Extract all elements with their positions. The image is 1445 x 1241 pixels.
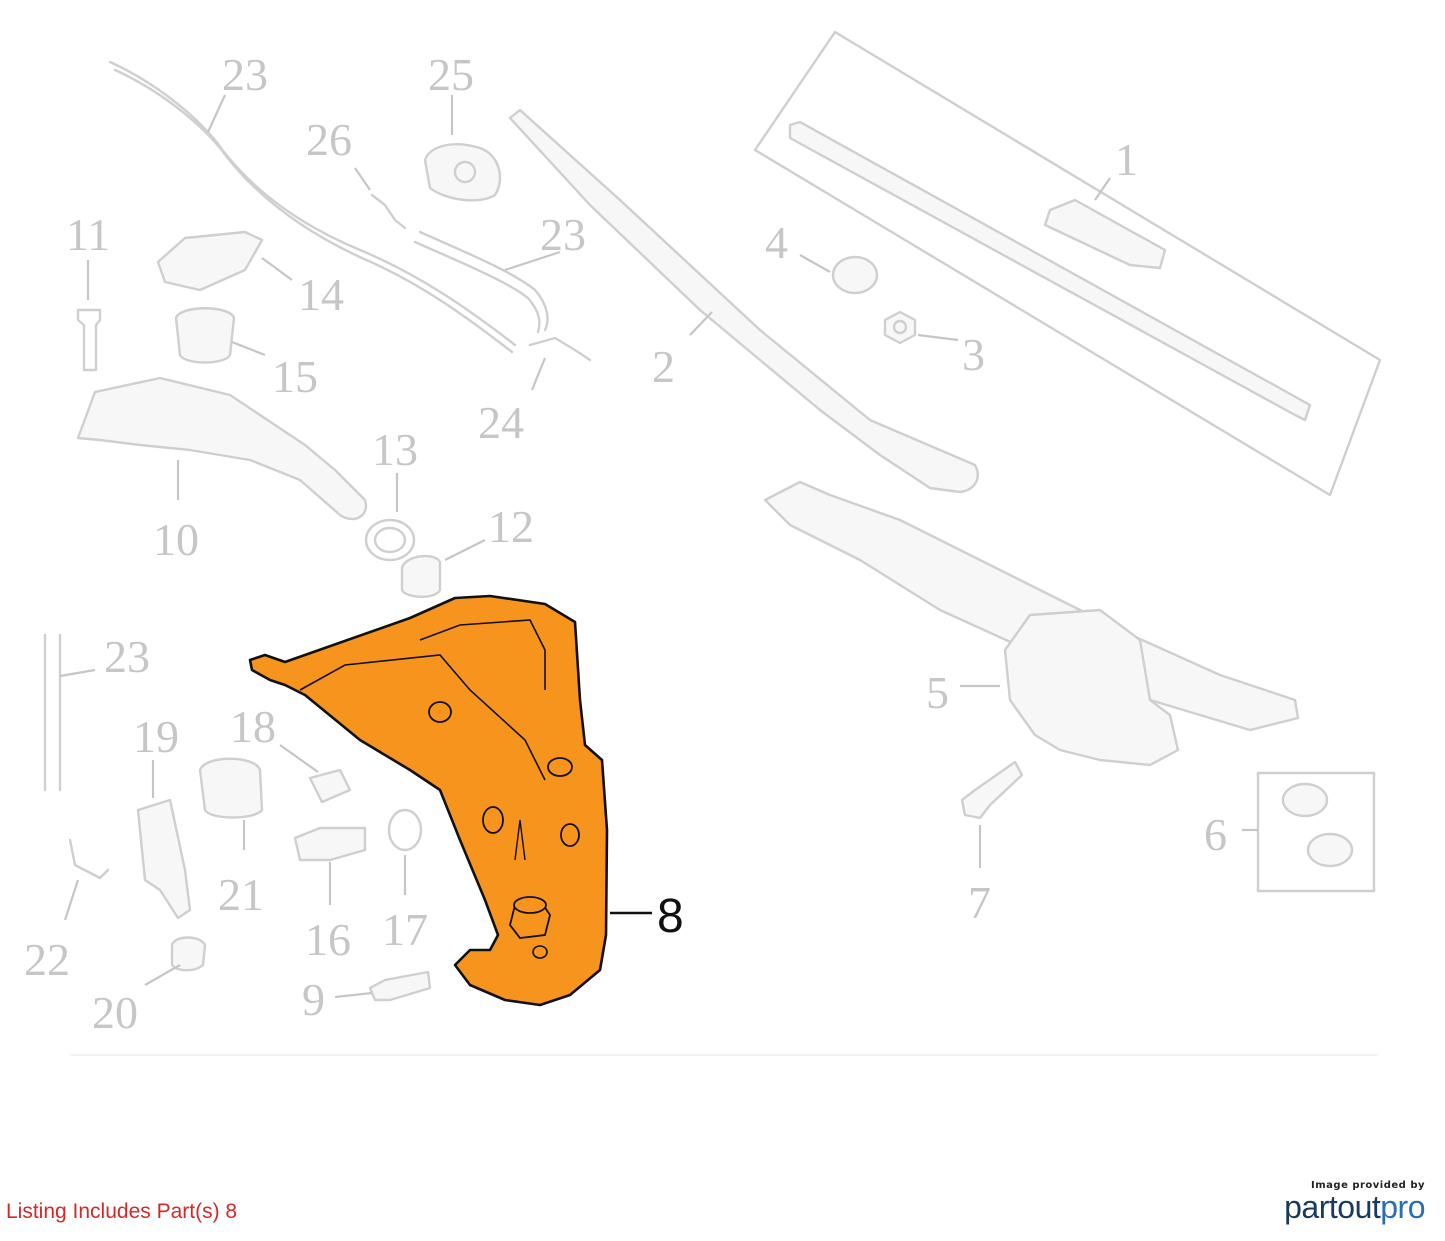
listing-includes-note: Listing Includes Part(s) 8 bbox=[6, 1200, 238, 1223]
part-9-bolt bbox=[368, 970, 432, 1002]
part-19-pump bbox=[136, 798, 192, 920]
callout-21: 21 bbox=[218, 869, 264, 920]
part-20-grommet bbox=[170, 936, 207, 972]
callout-9: 9 bbox=[302, 974, 325, 1025]
callout-23-top: 23 bbox=[222, 49, 268, 100]
callout-22: 22 bbox=[24, 934, 70, 985]
part-14-cap bbox=[156, 230, 264, 292]
callout-25: 25 bbox=[428, 49, 474, 100]
callout-6: 6 bbox=[1204, 809, 1227, 860]
part-1-wiper-blade bbox=[788, 120, 1312, 422]
callout-5: 5 bbox=[926, 667, 949, 718]
part-24-connector bbox=[528, 336, 592, 362]
callout-20: 20 bbox=[92, 987, 138, 1038]
callout-13: 13 bbox=[372, 424, 418, 475]
part-13-seal bbox=[364, 518, 416, 562]
callout-14: 14 bbox=[298, 269, 344, 320]
brand-name-part2: pro bbox=[1380, 1189, 1425, 1225]
part-2-wiper-arm bbox=[508, 108, 979, 494]
callout-8: 8 bbox=[657, 890, 684, 943]
part-17-washer bbox=[387, 808, 423, 852]
part-1-wiper-blade-box bbox=[753, 30, 1382, 497]
part-4-cap bbox=[831, 255, 879, 295]
part-5-wiper-linkage bbox=[763, 480, 1300, 732]
part-16-sensor bbox=[293, 826, 367, 862]
part-3-nut bbox=[883, 310, 917, 345]
brand-logo: Image provided by partoutpro bbox=[1284, 1180, 1425, 1226]
callout-10: 10 bbox=[153, 514, 199, 565]
part-10-filler-neck bbox=[76, 376, 368, 521]
callout-24: 24 bbox=[478, 397, 524, 448]
callout-1: 1 bbox=[1115, 134, 1138, 185]
callout-23-middle: 23 bbox=[540, 209, 586, 260]
callout-17: 17 bbox=[382, 904, 428, 955]
callout-18: 18 bbox=[230, 701, 276, 752]
callout-26: 26 bbox=[306, 114, 352, 165]
part-23-hose-top bbox=[108, 60, 517, 347]
part-12-grommet bbox=[400, 554, 442, 598]
callout-4: 4 bbox=[765, 217, 788, 268]
part-7-bolt bbox=[960, 760, 1024, 820]
part-8-washer-reservoir[interactable] bbox=[248, 594, 609, 1007]
brand-name: partoutpro bbox=[1284, 1189, 1425, 1226]
part-5-wiper-motor bbox=[1003, 608, 1180, 767]
part-6-box bbox=[1256, 771, 1376, 893]
callout-2: 2 bbox=[652, 341, 675, 392]
callout-16: 16 bbox=[305, 914, 351, 965]
part-26-connector bbox=[370, 193, 407, 230]
callout-7: 7 bbox=[968, 877, 991, 928]
callout-15: 15 bbox=[272, 351, 318, 402]
part-23-hose-middle bbox=[418, 230, 549, 332]
callout-12: 12 bbox=[488, 501, 534, 552]
callout-19: 19 bbox=[133, 711, 179, 762]
callout-23-left: 23 bbox=[104, 631, 150, 682]
part-23-hose-left bbox=[43, 633, 62, 792]
part-15-adapter bbox=[174, 307, 236, 364]
part-11-bolt bbox=[76, 308, 102, 372]
part-22-connector bbox=[68, 838, 110, 880]
part-18-bushing bbox=[308, 768, 352, 804]
brand-tagline: Image provided by bbox=[1311, 1180, 1425, 1191]
callout-3: 3 bbox=[962, 329, 985, 380]
part-21-filter bbox=[198, 757, 264, 819]
callout-11: 11 bbox=[66, 209, 110, 260]
part-25-nozzle bbox=[423, 143, 502, 202]
brand-name-part1: partout bbox=[1284, 1189, 1381, 1225]
